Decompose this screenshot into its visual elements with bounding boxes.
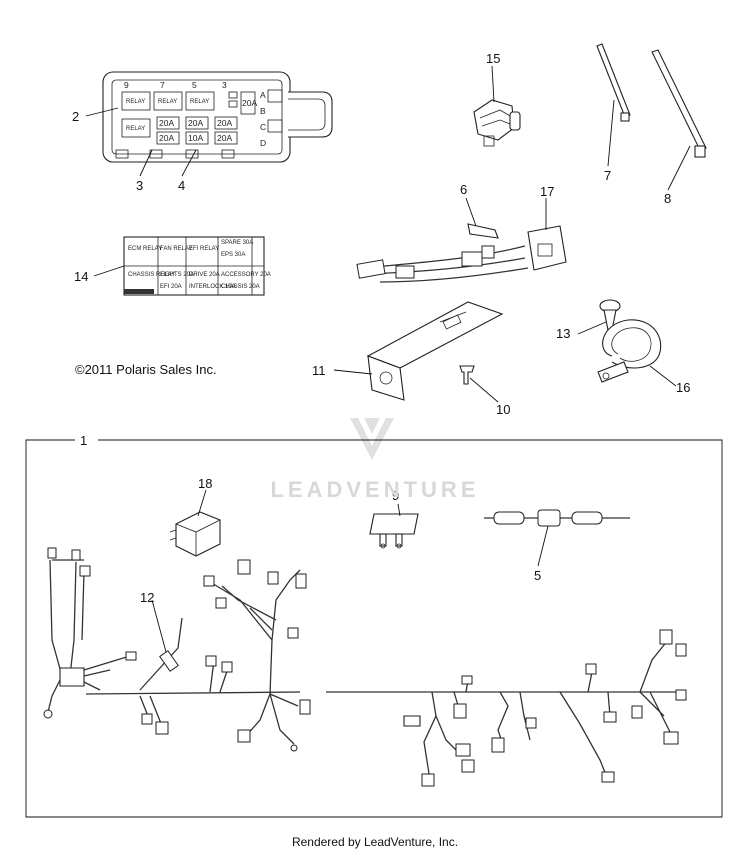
decal-cell-lights: LIGHTS 20A — [160, 272, 194, 278]
main-harness-left — [43, 547, 311, 752]
leader-lines — [85, 65, 691, 653]
fuse-box-number-5: 5 — [192, 80, 197, 90]
relay-label-2: RELAY — [158, 99, 177, 105]
fuse-r2-3: 20A — [217, 133, 232, 143]
relay-18 — [169, 511, 221, 557]
inline-fuse-holder — [484, 509, 630, 527]
side-letter-a: A — [260, 90, 266, 100]
side-letter-b: B — [260, 106, 266, 116]
watermark-text: LEADVENTURE — [270, 477, 480, 502]
cable-tie-7 — [596, 43, 631, 122]
part-15-connector — [473, 99, 521, 147]
fuse-box-number-9: 9 — [124, 80, 129, 90]
decal-cell-drive: DRIVE 20A — [189, 272, 220, 278]
copyright-text: ©2011 Polaris Sales Inc. — [75, 362, 217, 377]
callout-numbers: 1 2 3 4 5 6 7 8 9 10 11 12 13 14 15 16 1… — [72, 51, 690, 605]
fuse-r1-3: 20A — [217, 118, 232, 128]
callout-6: 6 — [460, 182, 467, 197]
watermark-logo — [350, 418, 394, 460]
fuse-r1-1: 20A — [159, 118, 174, 128]
callout-15: 15 — [486, 51, 500, 66]
callout-17: 17 — [540, 184, 554, 199]
callout-10: 10 — [496, 402, 510, 417]
decal-cell-accessory: ACCESSORY 20A — [221, 272, 271, 278]
fuse-box-number-7: 7 — [160, 80, 165, 90]
main-harness-right — [326, 629, 687, 787]
side-letter-c: C — [260, 122, 266, 132]
callout-11: 11 — [312, 363, 326, 378]
relay-label-4: RELAY — [126, 126, 145, 132]
decal-cell-spare: SPARE 30A — [221, 240, 253, 246]
decal-cell-ecm: ECM RELAY — [128, 246, 162, 252]
decal-cell-efi: EFI 20A — [160, 284, 182, 290]
callout-7: 7 — [604, 168, 611, 183]
decal-cell-eps: EPS 30A — [221, 252, 245, 258]
callout-4: 4 — [178, 178, 185, 193]
side-letter-d: D — [260, 138, 266, 148]
callout-8: 8 — [664, 191, 671, 206]
callout-5: 5 — [534, 568, 541, 583]
cable-tie-8 — [651, 49, 707, 158]
decal-cell-efi-relay: EFI RELAY — [189, 246, 219, 252]
callout-16: 16 — [676, 380, 690, 395]
relay-label-1: RELAY — [126, 99, 145, 105]
decal-text: ECM RELAY FAN RELAY EFI RELAY SPARE 30A … — [128, 240, 271, 290]
group-frame — [25, 439, 723, 818]
decal-cell-fan: FAN RELAY — [160, 246, 193, 252]
mount-bracket — [366, 301, 504, 401]
callout-9: 9 — [392, 488, 399, 503]
cable-clamp — [597, 319, 662, 383]
fuse-box-number-3: 3 — [222, 80, 227, 90]
circuit-breaker — [369, 513, 419, 549]
callout-2: 2 — [72, 109, 79, 124]
callout-14: 14 — [74, 269, 88, 284]
side-fuse: 20A — [242, 98, 257, 108]
relay-label-3: RELAY — [190, 99, 209, 105]
fuse-r2-1: 20A — [159, 133, 174, 143]
callout-18: 18 — [198, 476, 212, 491]
callout-12: 12 — [140, 590, 154, 605]
footer-credit: Rendered by LeadVenture, Inc. — [291, 835, 459, 849]
fuse-r1-2: 20A — [188, 118, 203, 128]
decal-cell-interlock: INTERLOCK 10A — [189, 284, 236, 290]
callout-3: 3 — [136, 178, 143, 193]
decal-cell-chassis-relay: CHASSIS RELAY — [128, 272, 175, 278]
fuse-box: 9 7 5 3 RELAY RELAY RELAY RELAY 20A 20A … — [102, 71, 333, 163]
relay-harness — [356, 223, 567, 283]
decal-cell-chassis: CHASSIS 20A — [221, 284, 260, 290]
callout-1: 1 — [80, 433, 87, 448]
fuse-r2-2: 10A — [188, 133, 203, 143]
callout-13: 13 — [556, 326, 570, 341]
